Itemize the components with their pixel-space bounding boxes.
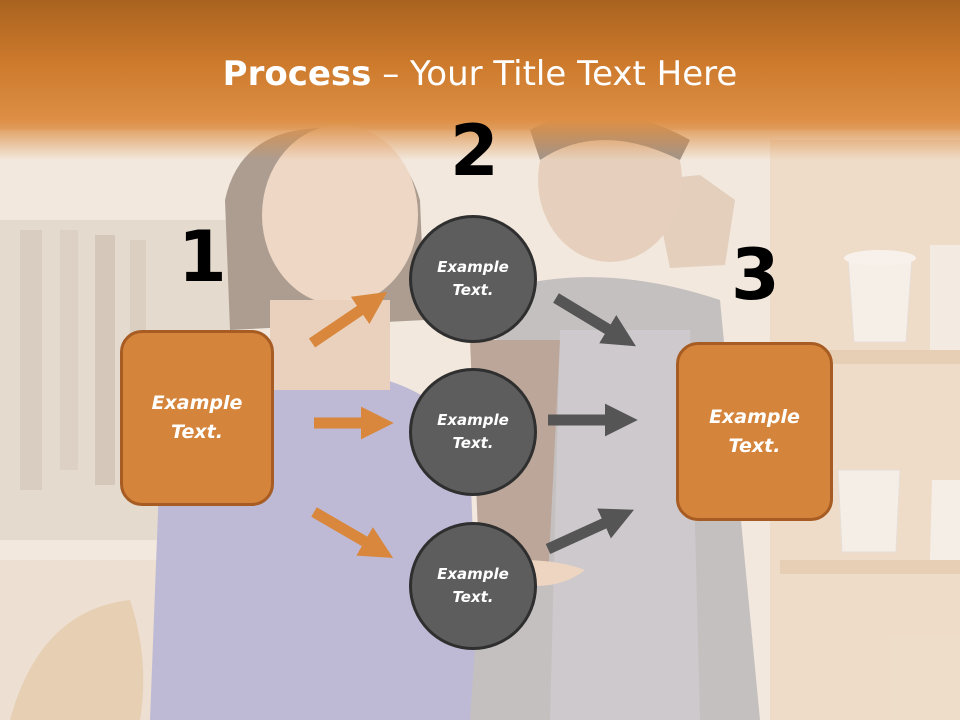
step-2-item-3-label: Example Text. bbox=[437, 565, 509, 606]
step-2-item-2-label: Example Text. bbox=[437, 411, 509, 452]
step-3-box: Example Text. bbox=[676, 342, 833, 521]
step-2-item-1-label: Example Text. bbox=[437, 258, 509, 299]
step-2-number: 2 bbox=[450, 110, 499, 192]
step-2-item-2: Example Text. bbox=[409, 368, 537, 496]
step-1-box: Example Text. bbox=[120, 330, 274, 506]
step-2-item-1: Example Text. bbox=[409, 215, 537, 343]
step-2-item-3: Example Text. bbox=[409, 522, 537, 650]
arrow-2c-to-3 bbox=[545, 508, 635, 555]
title-bold: Process bbox=[222, 54, 372, 94]
step-1-label: Example Text. bbox=[151, 392, 243, 443]
title-banner bbox=[0, 0, 960, 160]
arrow-1-to-2a bbox=[308, 291, 388, 348]
slide-title: Process – Your Title Text Here bbox=[0, 52, 960, 96]
title-rest: Your Title Text Here bbox=[410, 54, 738, 94]
arrow-2a-to-3 bbox=[553, 293, 636, 347]
step-3-number: 3 bbox=[731, 234, 780, 316]
title-separator: – bbox=[371, 54, 411, 94]
arrow-1-to-2c bbox=[311, 507, 394, 558]
step-1-number: 1 bbox=[178, 216, 227, 298]
step-3-label: Example Text. bbox=[709, 405, 800, 457]
